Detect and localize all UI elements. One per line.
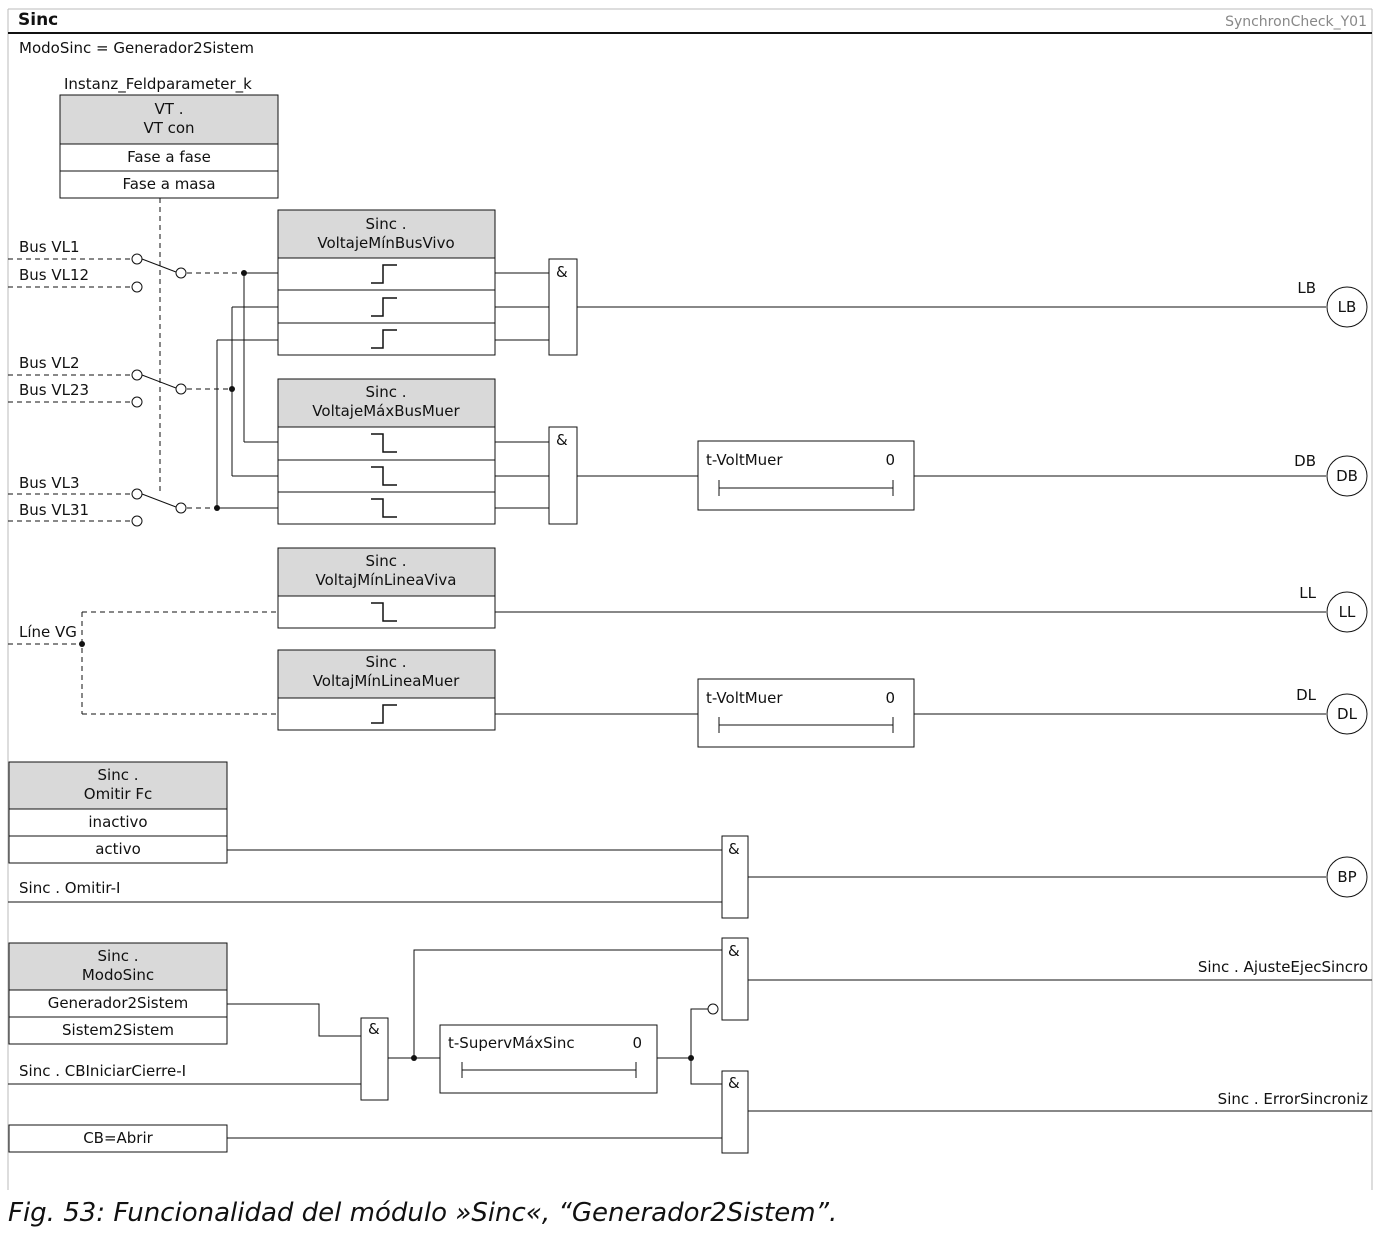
- svg-text:Sinc .: Sinc .: [366, 383, 407, 401]
- vt-option-phase-phase: Fase a fase: [127, 148, 211, 166]
- and-gate-error: &: [728, 1074, 740, 1092]
- timer-dead-bus: t-VoltMuer 0: [697, 440, 915, 511]
- svg-text:Sinc .: Sinc .: [366, 552, 407, 570]
- cb-start-input-label: Sinc . CBIniciarCierre-I: [19, 1062, 186, 1080]
- output-lb-text: LB: [1338, 298, 1357, 316]
- svg-text:0: 0: [885, 451, 895, 469]
- output-ajuste-label: Sinc . AjusteEjecSincro: [1198, 958, 1368, 976]
- svg-text:VoltajMínLineaMuer: VoltajMínLineaMuer: [313, 672, 460, 690]
- signal-dl-label: DL: [1296, 686, 1317, 704]
- svg-text:Sinc .: Sinc .: [98, 766, 139, 784]
- output-ll-circle: [1326, 591, 1368, 633]
- mode-line: ModoSinc = Generador2Sistem: [19, 39, 254, 57]
- logic-diagram: Sinc SynchronCheck_Y01 ModoSinc = Genera…: [7, 8, 1373, 1190]
- diagram-title: Sinc: [18, 10, 58, 30]
- svg-text:Sinc .: Sinc .: [366, 215, 407, 233]
- live-line-voltage-block: Sinc . VoltajMínLineaViva: [277, 547, 496, 629]
- output-dl-text: DL: [1337, 705, 1358, 723]
- signal-db-label: DB: [1294, 452, 1316, 470]
- and-gate-mode: &: [368, 1020, 380, 1038]
- omitir-input-label: Sinc . Omitir-I: [19, 879, 120, 897]
- svg-text:Generador2Sistem: Generador2Sistem: [48, 994, 189, 1012]
- vt-parameter-block: VT . VT con Fase a fase Fase a masa: [59, 94, 279, 199]
- and-gate-bp: &: [728, 840, 740, 858]
- vt-block-subtitle: VT con: [143, 119, 194, 137]
- instanz-label: Instanz_Feldparameter_k: [64, 75, 252, 94]
- output-db-text: DB: [1336, 467, 1358, 485]
- output-error-label: Sinc . ErrorSincroniz: [1218, 1090, 1368, 1108]
- output-bp-circle: [1326, 856, 1368, 898]
- svg-text:0: 0: [885, 689, 895, 707]
- and-gate-db: &: [556, 431, 568, 449]
- svg-text:t-VoltMuer: t-VoltMuer: [706, 689, 783, 707]
- signal-ll-label: LL: [1299, 584, 1316, 602]
- vt-option-phase-ground: Fase a masa: [122, 175, 215, 193]
- timer-supervision: t-SupervMáxSinc 0: [439, 1024, 658, 1094]
- bus-vl12-label: Bus VL12: [19, 266, 89, 284]
- svg-text:Sistem2Sistem: Sistem2Sistem: [62, 1021, 174, 1039]
- output-ll-text: LL: [1339, 603, 1356, 621]
- svg-text:VoltajeMínBusVivo: VoltajeMínBusVivo: [317, 234, 454, 252]
- bus-vl31-label: Bus VL31: [19, 501, 89, 519]
- and-gate-ajuste: &: [728, 942, 740, 960]
- svg-text:Sinc .: Sinc .: [366, 653, 407, 671]
- svg-text:Omitir Fc: Omitir Fc: [84, 785, 152, 803]
- svg-text:VoltajeMáxBusMuer: VoltajeMáxBusMuer: [312, 402, 460, 420]
- output-dl-circle: [1326, 693, 1368, 735]
- omitir-fc-block: Sinc . Omitir Fc inactivo activo: [8, 761, 228, 864]
- cb-open-block: CB=Abrir: [8, 1124, 228, 1153]
- vt-block-title: VT .: [155, 100, 184, 118]
- dead-line-voltage-block: Sinc . VoltajMínLineaMuer: [277, 649, 496, 731]
- bus-input-labels: Bus VL1 Bus VL12 Bus VL2 Bus VL23 Bus VL…: [19, 238, 89, 519]
- signal-lb-label: LB: [1297, 279, 1316, 297]
- svg-text:VoltajMínLineaViva: VoltajMínLineaViva: [316, 571, 457, 589]
- bus-vl2-label: Bus VL2: [19, 354, 80, 372]
- svg-text:0: 0: [632, 1034, 642, 1052]
- output-bp-text: BP: [1337, 868, 1356, 886]
- svg-text:t-SupervMáxSinc: t-SupervMáxSinc: [448, 1034, 575, 1052]
- bus-vl1-label: Bus VL1: [19, 238, 80, 256]
- output-lb-circle: [1326, 286, 1368, 328]
- bus-vl3-label: Bus VL3: [19, 474, 80, 492]
- output-db-circle: [1326, 455, 1368, 497]
- svg-text:ModoSinc: ModoSinc: [82, 966, 154, 984]
- live-bus-voltage-block: Sinc . VoltajeMínBusVivo: [277, 209, 496, 356]
- bus-vl23-label: Bus VL23: [19, 381, 89, 399]
- figure-caption: Fig. 53: Funcionalidad del módulo »Sinc«…: [8, 1198, 838, 1228]
- modo-sinc-block: Sinc . ModoSinc Generador2Sistem Sistem2…: [8, 942, 228, 1045]
- svg-text:Sinc .: Sinc .: [98, 947, 139, 965]
- svg-text:inactivo: inactivo: [88, 813, 147, 831]
- svg-text:t-VoltMuer: t-VoltMuer: [706, 451, 783, 469]
- document-id: SynchronCheck_Y01: [1225, 14, 1367, 30]
- dead-bus-voltage-block: Sinc . VoltajeMáxBusMuer: [277, 378, 496, 525]
- svg-text:activo: activo: [95, 840, 141, 858]
- timer-dead-line: t-VoltMuer 0: [697, 678, 915, 748]
- svg-text:CB=Abrir: CB=Abrir: [83, 1129, 153, 1147]
- line-vg-label: Líne VG: [19, 623, 77, 641]
- and-gate-lb: &: [556, 263, 568, 281]
